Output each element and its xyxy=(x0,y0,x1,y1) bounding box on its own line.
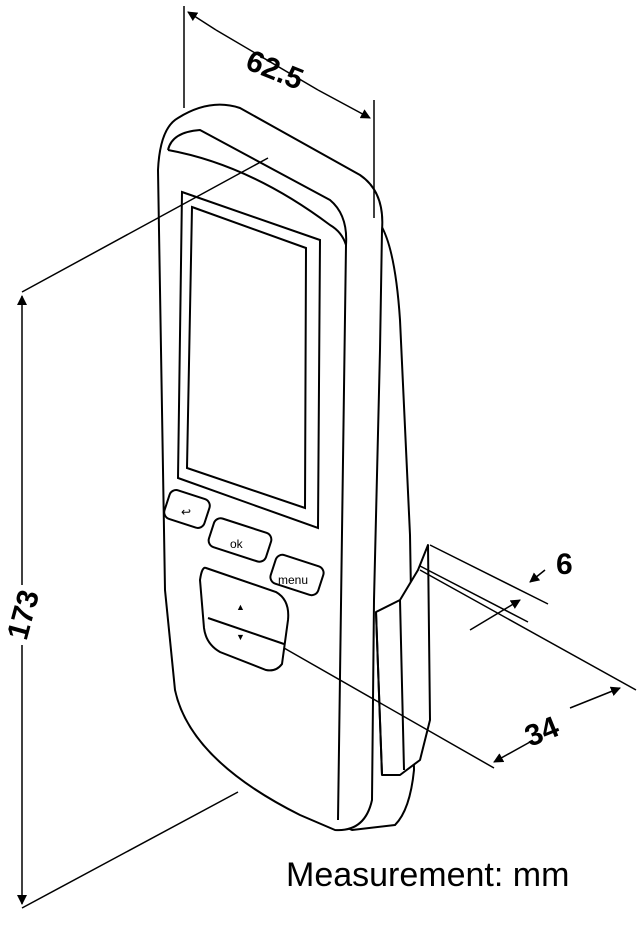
keypad: ↩ ok menu ▲ ▼ xyxy=(162,488,326,672)
holder-clip xyxy=(375,544,431,776)
clip-depth-value: 6 xyxy=(556,548,573,581)
ok-button[interactable]: ok xyxy=(207,516,273,563)
screen-display xyxy=(185,205,308,510)
top-bevel xyxy=(167,149,347,246)
back-button[interactable]: ↩ xyxy=(162,488,211,530)
navigation-pad[interactable]: ▲ ▼ xyxy=(198,566,290,672)
front-inner-edge xyxy=(167,129,348,821)
down-arrow-icon: ▼ xyxy=(236,632,245,642)
screen xyxy=(176,190,322,530)
width-value: 62.5 xyxy=(241,44,308,96)
height-value: 173 xyxy=(1,586,46,643)
measurement-unit-note: Measurement: mm xyxy=(286,856,570,894)
up-arrow-icon: ▲ xyxy=(236,602,245,612)
back-icon: ↩ xyxy=(181,505,191,519)
clip-depth-dimension: 6 xyxy=(419,544,573,631)
menu-button[interactable]: menu xyxy=(269,553,326,597)
depth-value: 34 xyxy=(520,710,564,753)
ok-button-label: ok xyxy=(230,537,244,551)
menu-button-label: menu xyxy=(278,573,308,587)
holder-clip-front xyxy=(375,599,405,776)
